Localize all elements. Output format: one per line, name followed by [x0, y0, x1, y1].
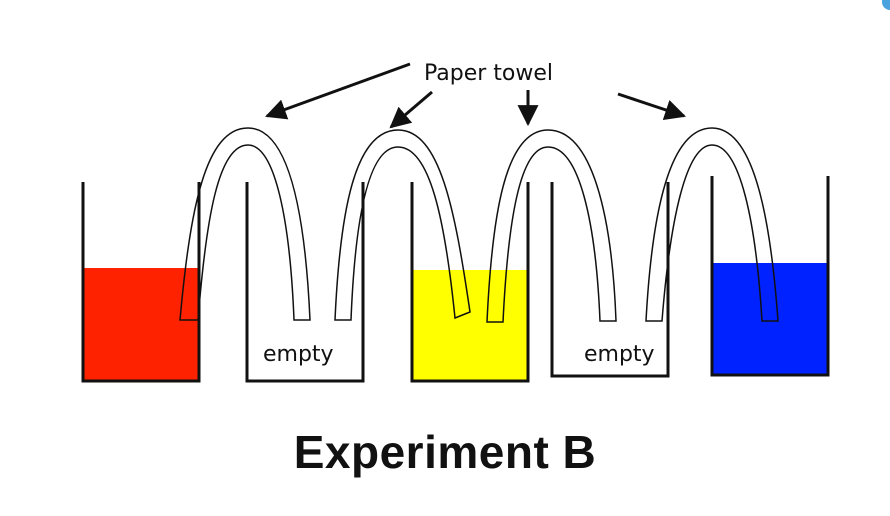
paper-towel-wick-4	[645, 127, 779, 322]
container-2	[245, 182, 365, 383]
experiment-title: Experiment B	[293, 426, 597, 478]
corner-accent	[882, 0, 890, 10]
arrow-2	[389, 90, 433, 129]
paper-towel-wick-1	[179, 127, 311, 321]
arrow-1	[265, 62, 411, 120]
yellow-liquid	[413, 270, 528, 380]
paper-towel-wick-3	[486, 129, 617, 323]
container-1	[81, 182, 201, 383]
container-4	[550, 182, 670, 378]
blue-liquid	[712, 263, 828, 375]
arrow-4	[617, 92, 686, 120]
red-liquid	[83, 268, 199, 381]
container-5	[710, 176, 830, 377]
empty-label-1: empty	[263, 342, 334, 367]
paper-towel-wick-2	[334, 129, 471, 321]
paper-towel-label: Paper towel	[424, 61, 553, 86]
empty-label-2: empty	[584, 342, 655, 367]
container-3	[410, 182, 530, 383]
